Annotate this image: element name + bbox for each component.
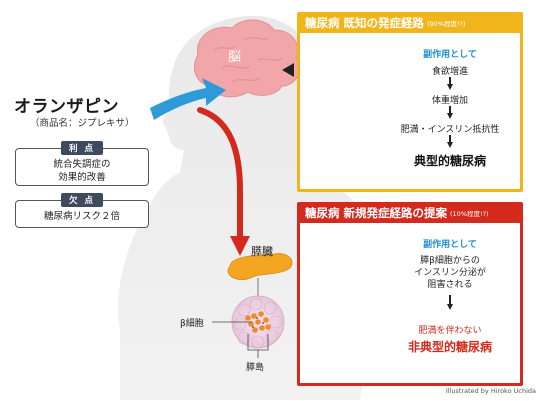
known-pathway-header: 糖尿病 既知の発症経路 (90%程度!?) <box>297 12 523 33</box>
known-arrowhead-2 <box>447 113 453 119</box>
known-pathway-ratio: (90%程度!?) <box>427 19 466 28</box>
known-pathway-title: 糖尿病 既知の発症経路 <box>305 15 425 30</box>
new-mechanism: 膵β細胞からの インスリン分泌が 阻害される <box>390 255 510 291</box>
merit-line-1: 統合失調症の <box>53 159 111 170</box>
new-mechanism-line-1: 膵β細胞からの <box>420 256 480 266</box>
new-side-effect-label: 副作用として <box>423 240 477 250</box>
known-result: 典型的糖尿病 <box>413 154 486 168</box>
merit-tag: 利 点 <box>61 141 103 155</box>
demerit-tag: 欠 点 <box>61 193 103 207</box>
new-result: 非典型的糖尿病 <box>407 340 492 354</box>
brain-illustration <box>194 19 300 98</box>
pancreas-illustration <box>227 253 293 281</box>
known-arrowhead-3 <box>447 142 453 148</box>
drug-to-pancreas-arrow <box>197 107 243 241</box>
islet-illustration <box>212 295 285 358</box>
illustration-credit: Illustrated by Hiroko Uchida <box>445 387 536 395</box>
brain-label: 脳 <box>228 50 242 65</box>
brain-pointer <box>282 63 294 77</box>
demerit-box: 欠 点 糖尿病リスク２倍 <box>15 193 149 228</box>
known-arrow-3 <box>449 135 451 143</box>
pancreas-label: 膵臓 <box>251 245 273 258</box>
known-arrowhead-1 <box>447 84 453 90</box>
known-arrow-1 <box>449 77 451 85</box>
new-pathway-panel: 糖尿病 新規発症経路の提案 (10%程度!?) 副作用として 膵β細胞からの イ… <box>297 202 523 386</box>
new-pathway-header: 糖尿病 新規発症経路の提案 (10%程度!?) <box>297 202 523 223</box>
merit-text: 統合失調症の 効果的改善 <box>16 149 148 184</box>
known-side-effect-label: 副作用として <box>423 50 477 60</box>
drug-name: オランザピン <box>14 97 119 117</box>
known-step-1: 食欲増進 <box>431 67 468 77</box>
new-pathway-title: 糖尿病 新規発症経路の提案 <box>305 205 448 220</box>
islet-label: 膵島 <box>246 363 265 373</box>
merit-box: 利 点 統合失調症の 効果的改善 <box>15 141 149 186</box>
drug-to-brain-arrow <box>150 78 226 120</box>
new-mechanism-line-3: 阻害される <box>427 280 473 290</box>
new-mechanism-line-2: インスリン分泌が <box>414 268 486 278</box>
known-pathway-panel: 糖尿病 既知の発症経路 (90%程度!?) 副作用として 食欲増進 体重増加 肥… <box>297 12 523 192</box>
new-condition: 肥満を伴わない <box>418 326 482 336</box>
new-arrow-1 <box>449 295 451 305</box>
merit-line-2: 効果的改善 <box>58 172 106 183</box>
beta-cell-label: β細胞 <box>180 319 204 329</box>
new-arrowhead-1 <box>447 304 453 310</box>
known-arrow-2 <box>449 106 451 114</box>
new-pathway-ratio: (10%程度!?) <box>450 209 489 218</box>
pancreas-arrowhead <box>230 236 250 256</box>
drug-brand-name: （商品名：ジプレキサ） <box>30 118 135 129</box>
known-step-3: 肥満・インスリン抵抗性 <box>400 125 500 135</box>
demerit-text: 糖尿病リスク２倍 <box>43 211 120 222</box>
known-step-2: 体重増加 <box>431 96 468 106</box>
